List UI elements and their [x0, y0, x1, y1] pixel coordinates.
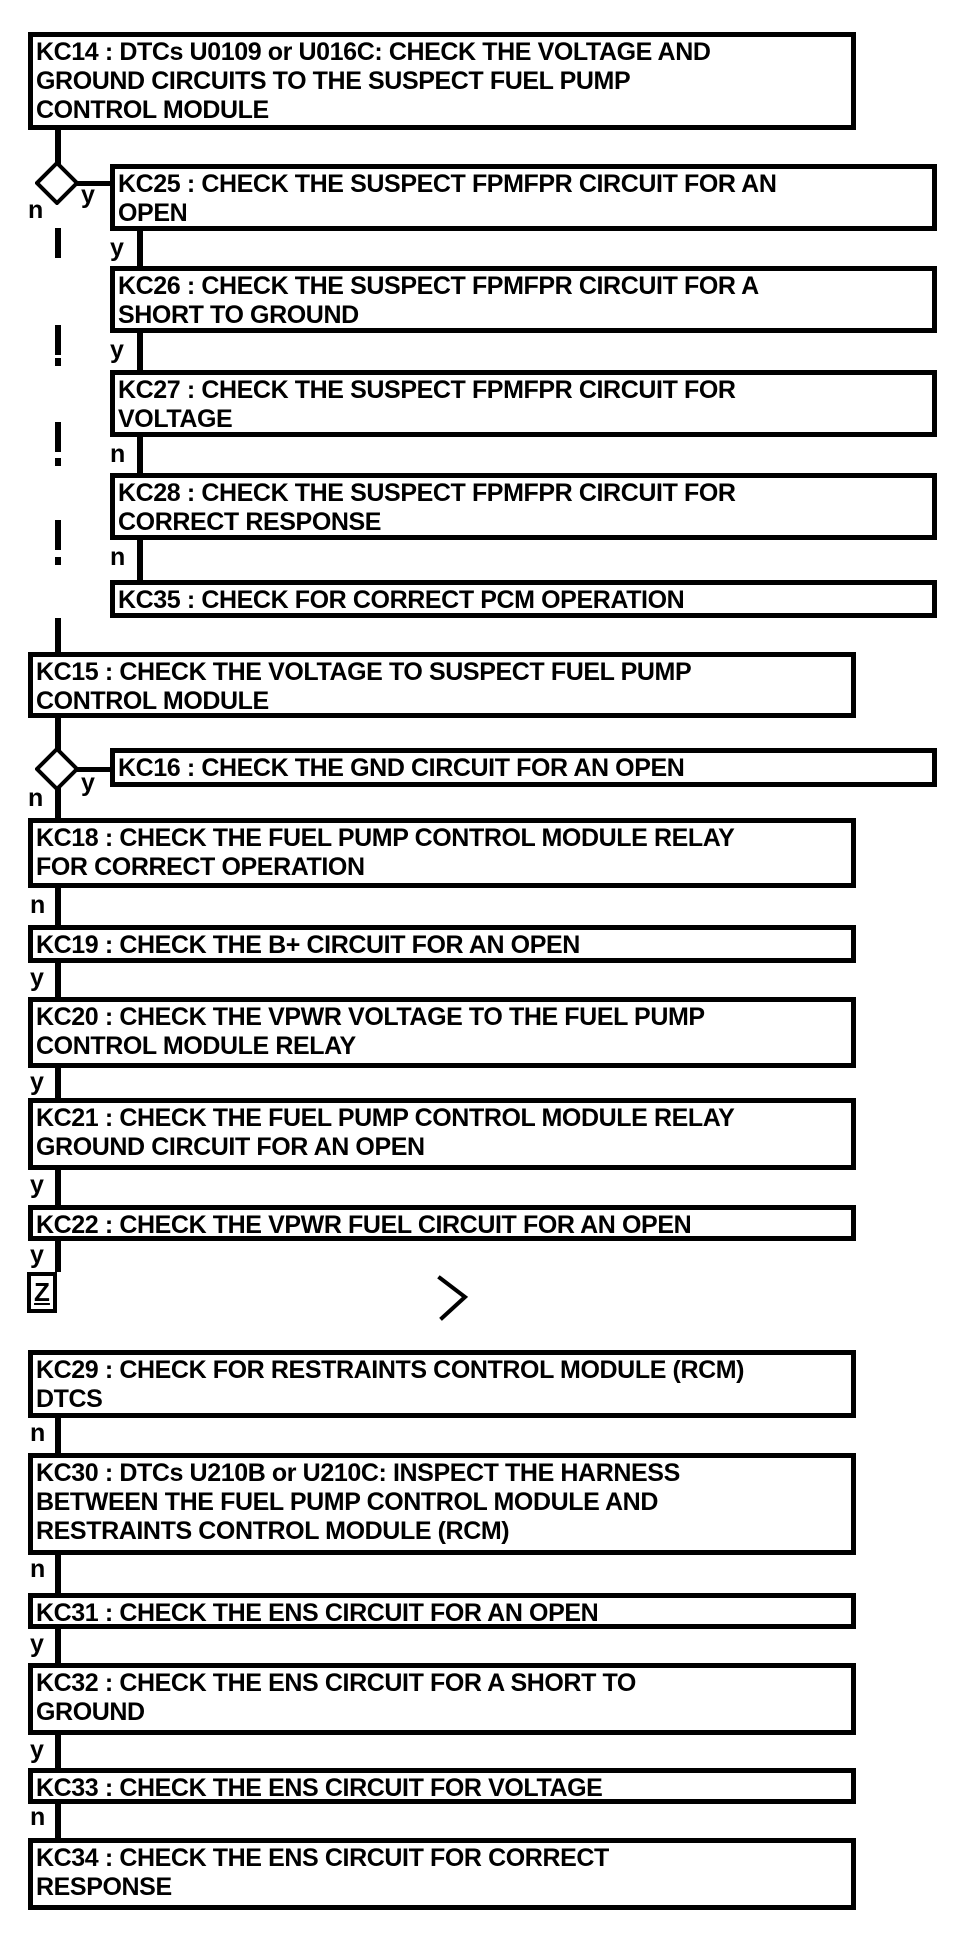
step-box-kc25: KC25 : CHECK THE SUSPECT FPMFPR CIRCUIT …: [110, 164, 937, 231]
branch-label-no: n: [28, 784, 43, 812]
step-box-kc29: KC29 : CHECK FOR RESTRAINTS CONTROL MODU…: [28, 1350, 856, 1418]
step-label-kc34: KC34 : CHECK THE ENS CIRCUIT FOR CORRECT…: [36, 1844, 609, 1901]
step-box-kc14: KC14 : DTCs U0109 or U016C: CHECK THE VO…: [28, 32, 856, 130]
step-label-kc15: KC15 : CHECK THE VOLTAGE TO SUSPECT FUEL…: [36, 658, 692, 715]
step-label-kc25: KC25 : CHECK THE SUSPECT FPMFPR CIRCUIT …: [118, 170, 777, 227]
step-box-kc32: KC32 : CHECK THE ENS CIRCUIT FOR A SHORT…: [28, 1663, 856, 1735]
step-box-kc33: KC33 : CHECK THE ENS CIRCUIT FOR VOLTAGE: [28, 1768, 856, 1804]
branch-label-yes: y: [110, 234, 124, 262]
branch-label-yes: y: [30, 1630, 44, 1658]
connector-line-dash: [55, 520, 61, 550]
branch-label-yes: y: [30, 964, 44, 992]
step-box-kc31: KC31 : CHECK THE ENS CIRCUIT FOR AN OPEN: [28, 1593, 856, 1629]
connector-line: [55, 787, 61, 818]
connector-line-dash: [55, 557, 61, 565]
connector-line: [55, 1555, 61, 1593]
step-label-kc14: KC14 : DTCs U0109 or U016C: CHECK THE VO…: [36, 38, 711, 124]
connector-line-dash: [55, 422, 61, 452]
step-box-kc34: KC34 : CHECK THE ENS CIRCUIT FOR CORRECT…: [28, 1838, 856, 1910]
step-label-kc30: KC30 : DTCs U210B or U210C: INSPECT THE …: [36, 1459, 680, 1545]
step-label-kc20: KC20 : CHECK THE VPWR VOLTAGE TO THE FUE…: [36, 1003, 705, 1060]
branch-label-yes: y: [30, 1171, 44, 1199]
connector-line: [137, 437, 143, 473]
branch-label-yes: y: [30, 1736, 44, 1764]
connector-line-dash: [55, 325, 61, 355]
branch-label-yes: y: [30, 1068, 44, 1096]
step-box-kc21: KC21 : CHECK THE FUEL PUMP CONTROL MODUL…: [28, 1098, 856, 1170]
connector-line: [55, 888, 61, 925]
connector-line: [55, 963, 61, 997]
decision-diamond-1: [35, 161, 80, 205]
step-box-kc19: KC19 : CHECK THE B+ CIRCUIT FOR AN OPEN: [28, 925, 856, 963]
connector-line: [55, 1735, 61, 1768]
step-label-kc28: KC28 : CHECK THE SUSPECT FPMFPR CIRCUIT …: [118, 479, 736, 536]
connector-line: [55, 1629, 61, 1663]
branch-label-yes: y: [81, 769, 95, 797]
step-label-kc22: KC22 : CHECK THE VPWR FUEL CIRCUIT FOR A…: [36, 1211, 692, 1239]
off-page-connector-z: Z: [27, 1272, 57, 1313]
connector-line: [55, 1170, 61, 1205]
branch-label-no: n: [28, 196, 43, 224]
connector-line: [74, 767, 112, 772]
connector-line-dash: [55, 358, 61, 366]
step-box-kc16: KC16 : CHECK THE GND CIRCUIT FOR AN OPEN: [110, 748, 937, 787]
step-box-kc20: KC20 : CHECK THE VPWR VOLTAGE TO THE FUE…: [28, 997, 856, 1068]
step-label-kc16: KC16 : CHECK THE GND CIRCUIT FOR AN OPEN: [118, 754, 685, 782]
connector-line-dash: [55, 228, 61, 258]
continuation-arrow-icon: [437, 1275, 469, 1321]
step-label-kc21: KC21 : CHECK THE FUEL PUMP CONTROL MODUL…: [36, 1104, 735, 1161]
connector-line-dash: [55, 458, 61, 466]
connector-line: [55, 130, 61, 165]
branch-label-yes: y: [110, 336, 124, 364]
step-label-kc27: KC27 : CHECK THE SUSPECT FPMFPR CIRCUIT …: [118, 376, 736, 433]
step-label-kc29: KC29 : CHECK FOR RESTRAINTS CONTROL MODU…: [36, 1356, 745, 1413]
step-box-kc35: KC35 : CHECK FOR CORRECT PCM OPERATION: [110, 580, 937, 618]
branch-label-no: n: [30, 1803, 45, 1831]
step-label-kc32: KC32 : CHECK THE ENS CIRCUIT FOR A SHORT…: [36, 1669, 636, 1726]
branch-label-yes: y: [30, 1241, 44, 1269]
connector-line-dash: [55, 618, 61, 652]
step-box-kc22: KC22 : CHECK THE VPWR FUEL CIRCUIT FOR A…: [28, 1205, 856, 1241]
step-label-kc33: KC33 : CHECK THE ENS CIRCUIT FOR VOLTAGE: [36, 1774, 603, 1802]
step-box-kc18: KC18 : CHECK THE FUEL PUMP CONTROL MODUL…: [28, 818, 856, 888]
step-box-kc30: KC30 : DTCs U210B or U210C: INSPECT THE …: [28, 1453, 856, 1555]
step-label-kc18: KC18 : CHECK THE FUEL PUMP CONTROL MODUL…: [36, 824, 735, 881]
step-label-kc26: KC26 : CHECK THE SUSPECT FPMFPR CIRCUIT …: [118, 272, 759, 329]
step-box-kc26: KC26 : CHECK THE SUSPECT FPMFPR CIRCUIT …: [110, 266, 937, 333]
step-box-kc28: KC28 : CHECK THE SUSPECT FPMFPR CIRCUIT …: [110, 473, 937, 540]
branch-label-no: n: [30, 1555, 45, 1583]
connector-line: [55, 1241, 61, 1272]
step-box-kc27: KC27 : CHECK THE SUSPECT FPMFPR CIRCUIT …: [110, 370, 937, 437]
step-label-kc31: KC31 : CHECK THE ENS CIRCUIT FOR AN OPEN: [36, 1599, 599, 1627]
step-label-kc35: KC35 : CHECK FOR CORRECT PCM OPERATION: [118, 586, 685, 614]
branch-label-yes: y: [81, 181, 95, 209]
step-label-kc19: KC19 : CHECK THE B+ CIRCUIT FOR AN OPEN: [36, 931, 580, 959]
connector-line: [137, 540, 143, 580]
connector-line: [55, 1804, 61, 1838]
branch-label-no: n: [30, 1419, 45, 1447]
connector-line: [55, 718, 61, 751]
step-box-kc15: KC15 : CHECK THE VOLTAGE TO SUSPECT FUEL…: [28, 652, 856, 718]
connector-line: [137, 333, 143, 370]
branch-label-no: n: [110, 543, 125, 571]
branch-label-no: n: [110, 440, 125, 468]
branch-label-no: n: [30, 891, 45, 919]
connector-line: [55, 1068, 61, 1098]
off-page-connector-label: Z: [34, 1277, 50, 1307]
connector-line: [74, 181, 112, 186]
connector-line: [55, 1418, 61, 1453]
connector-line: [137, 231, 143, 266]
